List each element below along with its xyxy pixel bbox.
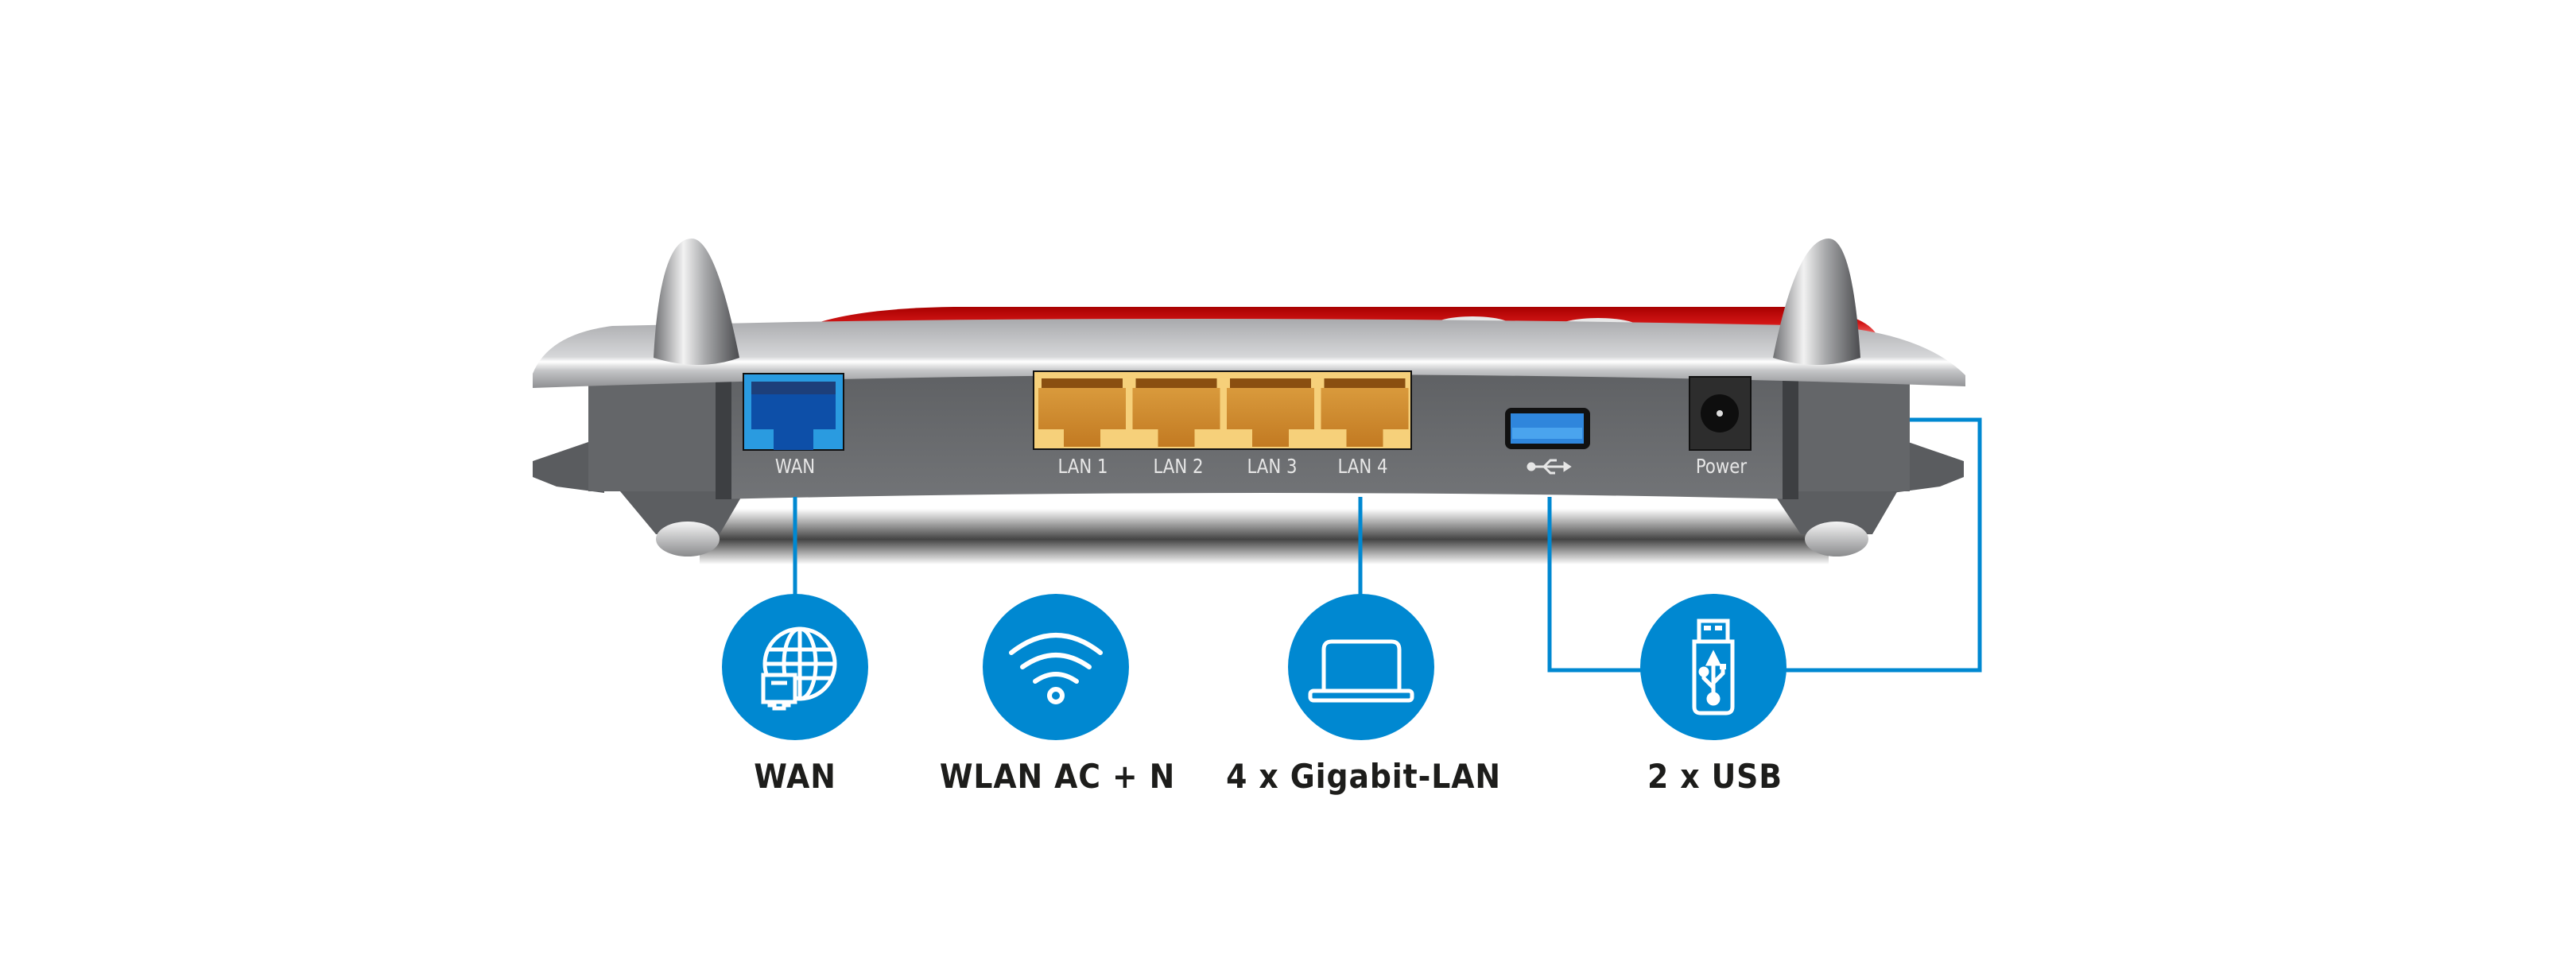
lan4-port-label: LAN 4 <box>1337 455 1388 478</box>
right-antenna <box>1773 238 1860 365</box>
lan-port-1[interactable] <box>1038 378 1126 447</box>
connector-lines <box>793 417 1982 673</box>
usb-left-connector-line <box>1547 497 1642 673</box>
wifi-icon <box>1009 633 1103 704</box>
left-foot <box>616 487 747 556</box>
laptop-icon <box>1308 639 1414 703</box>
silver-top-plate <box>533 319 1965 388</box>
power-port[interactable] <box>1689 376 1752 451</box>
right-side-block <box>1798 380 1910 491</box>
left-lower-fin <box>533 442 604 493</box>
lan-feature-label: 4 x Gigabit-LAN <box>1226 757 1501 796</box>
wlan-feature-circle <box>983 594 1129 740</box>
usb-right-connector-line <box>1785 417 1982 673</box>
usb-feature-label: 2 x USB <box>1647 757 1783 796</box>
lan-feature-circle <box>1288 594 1434 740</box>
wan-port[interactable] <box>743 373 844 451</box>
wlan-feature-label: WLAN AC + N <box>939 757 1176 796</box>
lan-port-2[interactable] <box>1132 378 1220 447</box>
right-lower-fin <box>1892 442 1964 493</box>
lan3-port-label: LAN 3 <box>1247 455 1298 478</box>
lan-port-4[interactable] <box>1321 378 1409 447</box>
globe-network-icon <box>761 626 837 711</box>
left-antenna <box>654 238 739 365</box>
wan-feature-circle <box>722 594 868 740</box>
usb-stick-icon <box>1692 619 1735 716</box>
right-foot <box>1769 487 1900 556</box>
lan-port-3[interactable] <box>1227 378 1314 447</box>
wan-port-label: WAN <box>774 455 816 478</box>
usb-feature-circle <box>1640 594 1787 740</box>
left-side-block <box>588 380 716 491</box>
lan2-port-label: LAN 2 <box>1153 455 1204 478</box>
usb-port[interactable] <box>1505 408 1590 449</box>
lan1-port-label: LAN 1 <box>1057 455 1108 478</box>
wan-feature-label: WAN <box>754 757 836 796</box>
floor-shadow <box>700 509 1829 564</box>
usb-symbol-icon <box>1527 459 1572 475</box>
power-port-label: Power <box>1695 455 1748 478</box>
